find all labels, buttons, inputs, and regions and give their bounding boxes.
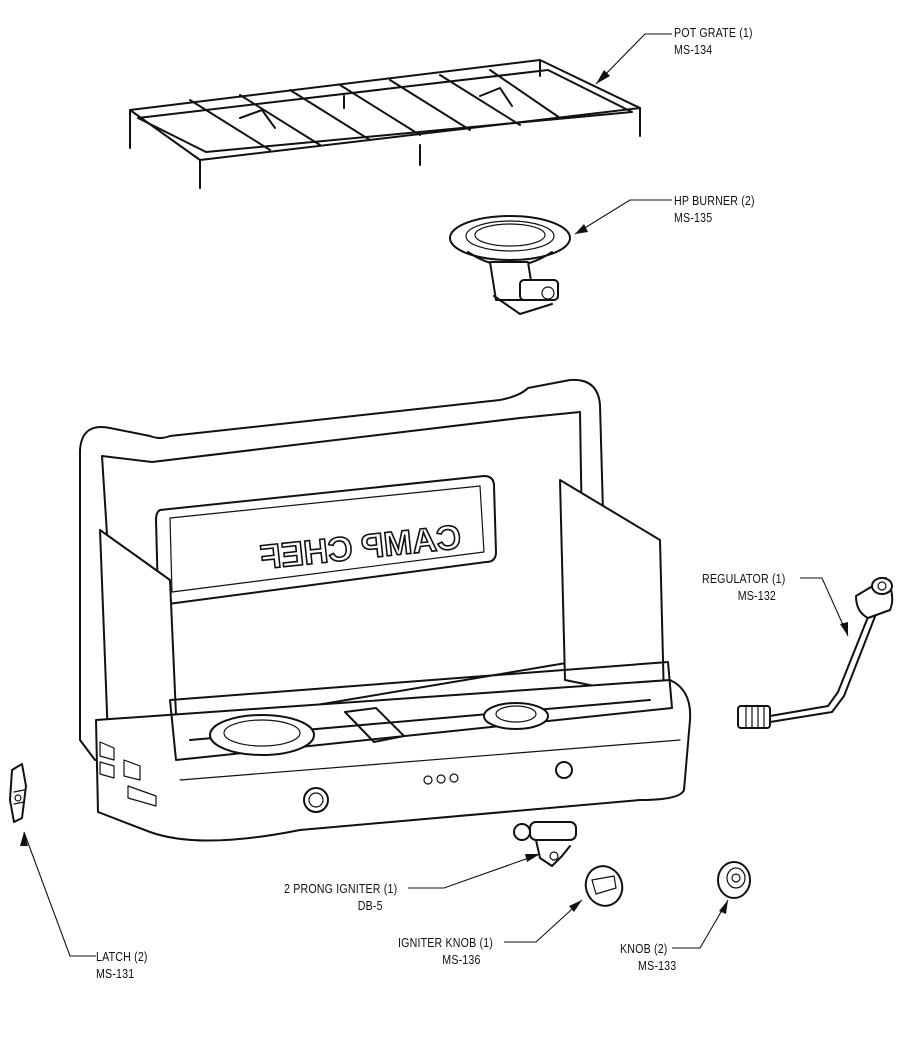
knob bbox=[717, 861, 751, 899]
hp-burner-label: HP BURNER (2) MS-135 bbox=[674, 192, 755, 226]
hp-burner-leader bbox=[574, 199, 672, 235]
pot-grate-part: MS-134 bbox=[674, 42, 713, 57]
igniter-label: 2 PRONG IGNITER (1) DB-5 bbox=[284, 880, 397, 914]
igniter-leader bbox=[408, 853, 541, 889]
latch-label: LATCH (2) MS-131 bbox=[96, 948, 148, 982]
pot-grate-name: POT GRATE (1) bbox=[674, 25, 753, 40]
hp-burner-part: MS-135 bbox=[674, 210, 713, 225]
pot-grate-label: POT GRATE (1) MS-134 bbox=[674, 24, 753, 58]
regulator-name: REGULATOR (1) bbox=[702, 571, 786, 586]
regulator-part: MS-132 bbox=[737, 588, 777, 603]
knob-label: KNOB (2) MS-133 bbox=[620, 940, 676, 974]
igniter-knob-name: IGNITER KNOB (1) bbox=[398, 935, 494, 950]
igniter-knob-leader bbox=[504, 899, 583, 943]
igniter-knob-part: MS-136 bbox=[442, 952, 481, 967]
igniter-knob bbox=[584, 865, 624, 907]
knob-name: KNOB (2) bbox=[620, 941, 668, 956]
regulator-label: REGULATOR (1) MS-132 bbox=[702, 570, 785, 604]
pot-grate bbox=[129, 59, 641, 189]
stove bbox=[79, 378, 692, 842]
hp-burner-name: HP BURNER (2) bbox=[674, 193, 755, 208]
latch-leader bbox=[23, 831, 96, 957]
pot-grate-leader bbox=[595, 33, 672, 85]
knob-leader bbox=[672, 899, 729, 949]
regulator bbox=[737, 577, 894, 729]
hp-burner bbox=[449, 215, 571, 315]
regulator-leader bbox=[800, 577, 849, 637]
igniter bbox=[513, 821, 577, 867]
igniter-name: 2 PRONG IGNITER (1) bbox=[284, 881, 398, 896]
latch-name: LATCH (2) bbox=[96, 949, 148, 964]
latch bbox=[9, 763, 27, 823]
knob-part: MS-133 bbox=[638, 958, 677, 973]
igniter-knob-label: IGNITER KNOB (1) MS-136 bbox=[398, 934, 493, 968]
latch-part: MS-131 bbox=[96, 966, 135, 981]
igniter-part: DB-5 bbox=[357, 898, 383, 913]
